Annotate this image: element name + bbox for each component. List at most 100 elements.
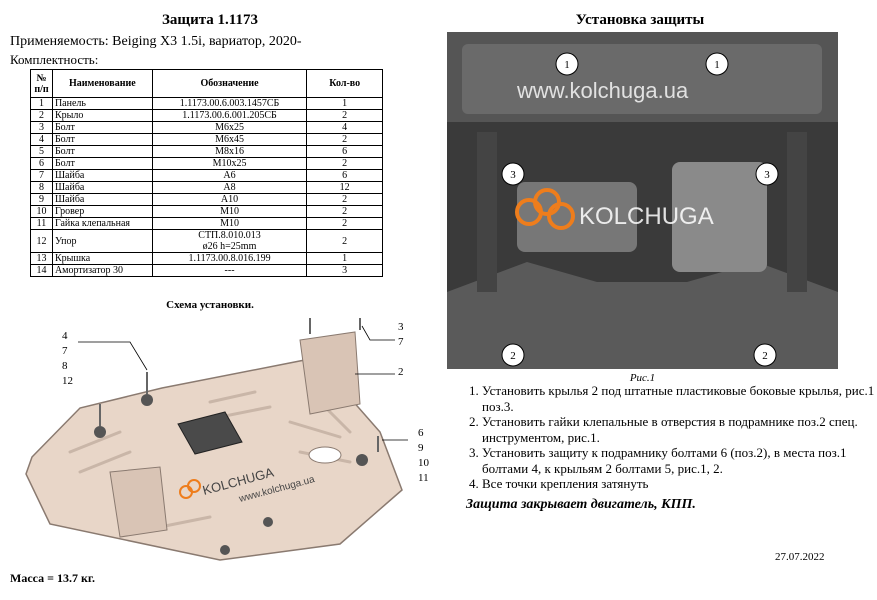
cell-number: 6 bbox=[30, 157, 53, 170]
cell-code: М10х25 bbox=[151, 157, 308, 170]
photo-callout-1a: 1 bbox=[564, 59, 570, 71]
cell-code: М6х45 bbox=[151, 133, 308, 146]
cell-code: А8 bbox=[151, 181, 308, 194]
cell-code: М10 bbox=[151, 205, 308, 218]
scheme-label-9: 9 bbox=[418, 442, 424, 454]
applicability-value: Beiging X3 1.5i, вариатор, 2020- bbox=[112, 34, 302, 49]
photo-callout-2b: 2 bbox=[762, 350, 768, 362]
covers-note: Защита закрывает двигатель, КПП. bbox=[466, 497, 696, 512]
cell-code: 1.1173.00.6.001.205СБ bbox=[151, 109, 308, 122]
scheme-label-7a: 7 bbox=[62, 345, 68, 357]
cell-qty: 2 bbox=[306, 217, 383, 230]
install-step-1: Установить крылья 2 под штатные пластико… bbox=[482, 383, 877, 414]
plate-ribs bbox=[68, 390, 352, 529]
cell-qty: 2 bbox=[306, 133, 383, 146]
cell-number: 1 bbox=[30, 97, 53, 110]
cell-name: Болт bbox=[51, 121, 153, 134]
cell-qty: 1 bbox=[306, 97, 383, 110]
install-step-3: Установить защиту к подрамнику болтами 6… bbox=[482, 445, 877, 476]
cell-name: Болт bbox=[51, 133, 153, 146]
cell-qty: 2 bbox=[306, 193, 383, 206]
cell-number: 11 bbox=[30, 217, 53, 230]
cell-number: 2 bbox=[30, 109, 53, 122]
scheme-label-11: 11 bbox=[418, 472, 429, 484]
cell-number: 14 bbox=[30, 264, 53, 277]
scheme-label-8: 8 bbox=[62, 360, 68, 372]
install-steps: Установить крылья 2 под штатные пластико… bbox=[447, 383, 877, 492]
service-hatch bbox=[177, 411, 243, 455]
cell-name: Амортизатор 30 bbox=[51, 264, 153, 277]
cell-qty: 2 bbox=[306, 229, 383, 253]
cell-code: 1.1173.00.6.003.1457СБ bbox=[151, 97, 308, 110]
photo-callout-1b: 1 bbox=[714, 59, 720, 71]
photo-brand-text: KOLCHUGA bbox=[579, 203, 714, 230]
cell-name: Крыло bbox=[51, 109, 153, 122]
install-step-2: Установить гайки клепальные в отверстия … bbox=[482, 414, 877, 445]
col-header-name: Наименование bbox=[51, 69, 153, 98]
scheme-label-10: 10 bbox=[418, 457, 430, 469]
cell-code: --- bbox=[151, 264, 308, 277]
scheme-label-3: 3 bbox=[398, 321, 404, 333]
cell-qty: 2 bbox=[306, 109, 383, 122]
wing-left bbox=[109, 466, 168, 538]
photo-callout-3a: 3 bbox=[510, 169, 516, 181]
cell-number: 10 bbox=[30, 205, 53, 218]
col-header-code: Обозначение bbox=[151, 69, 308, 98]
cell-name: Гайка клепальная bbox=[51, 217, 153, 230]
scheme-label-12: 12 bbox=[62, 375, 73, 387]
col-header-qty: Кол-во bbox=[306, 69, 383, 98]
figure-caption: Рис.1 bbox=[629, 372, 656, 384]
scheme-label-2: 2 bbox=[398, 366, 404, 378]
cell-code-line2: ø26 h=25mm bbox=[202, 241, 257, 252]
cell-number: 12 bbox=[30, 229, 53, 253]
cell-number: 13 bbox=[30, 252, 53, 265]
cell-qty: 1 bbox=[306, 252, 383, 265]
applicability: Применяемость: Beiging X3 1.5i, вариатор… bbox=[10, 34, 302, 50]
scheme-label-6: 6 bbox=[418, 427, 424, 439]
leader-lines bbox=[78, 325, 408, 441]
components-label: Комплектность: bbox=[10, 52, 99, 67]
cell-code-line: СТП.8.010.013 bbox=[198, 230, 261, 241]
scheme-caption: Схема установки. bbox=[166, 299, 254, 311]
oval-hole bbox=[308, 446, 342, 464]
cell-name: Упор bbox=[51, 229, 153, 253]
cell-code: М10 bbox=[151, 217, 308, 230]
cell-qty: 6 bbox=[306, 145, 383, 158]
cell-code: А10 bbox=[151, 193, 308, 206]
cell-code: М6х25 bbox=[151, 121, 308, 134]
photo-callout-2a: 2 bbox=[510, 350, 516, 362]
table-header-row: № п/п Наименование Обозначение Кол-во bbox=[30, 69, 383, 98]
cell-name: Панель bbox=[51, 97, 153, 110]
cell-qty: 6 bbox=[306, 169, 383, 182]
cell-name: Гровер bbox=[51, 205, 153, 218]
applicability-label: Применяемость: bbox=[10, 34, 109, 49]
photo-site-text: www.kolchuga.ua bbox=[516, 78, 689, 103]
bolts bbox=[99, 318, 379, 452]
cell-number: 5 bbox=[30, 145, 53, 158]
cell-name: Болт bbox=[51, 145, 153, 158]
cell-name: Шайба bbox=[51, 181, 153, 194]
cell-number: 8 bbox=[30, 181, 53, 194]
scheme-label-4: 4 bbox=[62, 330, 68, 342]
mount-points bbox=[94, 394, 368, 555]
document-date: 27.07.2022 bbox=[775, 551, 825, 563]
cell-name: Шайба bbox=[51, 193, 153, 206]
install-step-4: Все точки крепления затянуть bbox=[482, 476, 877, 492]
cell-name: Шайба bbox=[51, 169, 153, 182]
cell-number: 7 bbox=[30, 169, 53, 182]
installation-scheme: KOLCHUGA www.kolchuga.ua 4 7 8 12 3 7 2 … bbox=[25, 318, 430, 561]
cell-number: 9 bbox=[30, 193, 53, 206]
